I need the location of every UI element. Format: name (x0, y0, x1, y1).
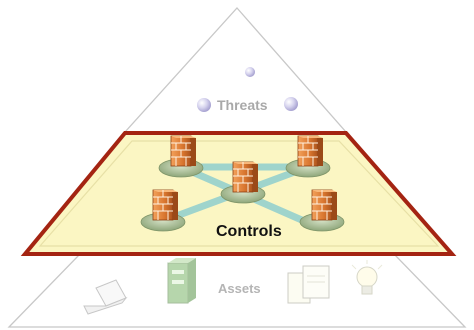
controls-label: Controls (216, 223, 282, 240)
database-icon (287, 265, 330, 304)
threat-orb-icon (284, 97, 298, 111)
threat-orb-icon (197, 98, 211, 112)
assets-label: Assets (218, 281, 261, 296)
server-icon (167, 258, 196, 304)
controls-tier: Controls (20, 131, 457, 256)
threat-orb-icon (245, 67, 255, 77)
laptop-icon (83, 279, 128, 315)
threats-tier: Threats (123, 7, 348, 133)
threats-label: Threats (217, 97, 268, 113)
lightbulb-icon (351, 260, 383, 295)
assets-tier: Assets (7, 254, 467, 328)
